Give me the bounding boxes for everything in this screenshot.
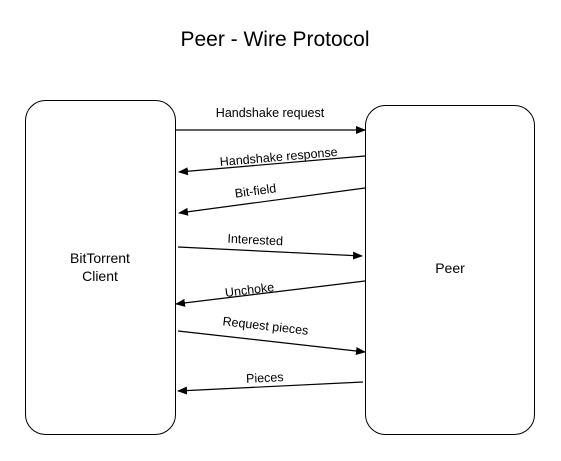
arrow-pieces bbox=[177, 381, 364, 395]
client-label-line-2: Client bbox=[82, 268, 118, 284]
label-handshake-response: Handshake response bbox=[219, 145, 338, 169]
message-arrows: Handshake request Handshake response Bit… bbox=[175, 106, 366, 395]
peer-box bbox=[365, 105, 535, 435]
label-bit-field: Bit-field bbox=[234, 181, 277, 200]
label-interested: Interested bbox=[227, 232, 283, 249]
arrow-request-pieces bbox=[177, 330, 366, 355]
peer-node: Peer bbox=[365, 105, 535, 435]
label-unchoke: Unchoke bbox=[224, 280, 275, 300]
diagram-title: Peer - Wire Protocol bbox=[180, 28, 369, 51]
arrow-interested bbox=[177, 246, 363, 260]
arrow-bit-field bbox=[178, 187, 366, 216]
arrow-handshake-response bbox=[178, 155, 366, 176]
label-pieces: Pieces bbox=[246, 370, 284, 386]
client-node: BitTorrent Client bbox=[25, 100, 176, 435]
client-label-line-1: BitTorrent bbox=[70, 250, 130, 266]
label-handshake-request: Handshake request bbox=[216, 106, 325, 120]
client-box bbox=[25, 100, 176, 435]
arrow-unchoke bbox=[175, 280, 366, 307]
peer-label: Peer bbox=[435, 260, 465, 276]
label-request-pieces: Request pieces bbox=[222, 314, 309, 338]
